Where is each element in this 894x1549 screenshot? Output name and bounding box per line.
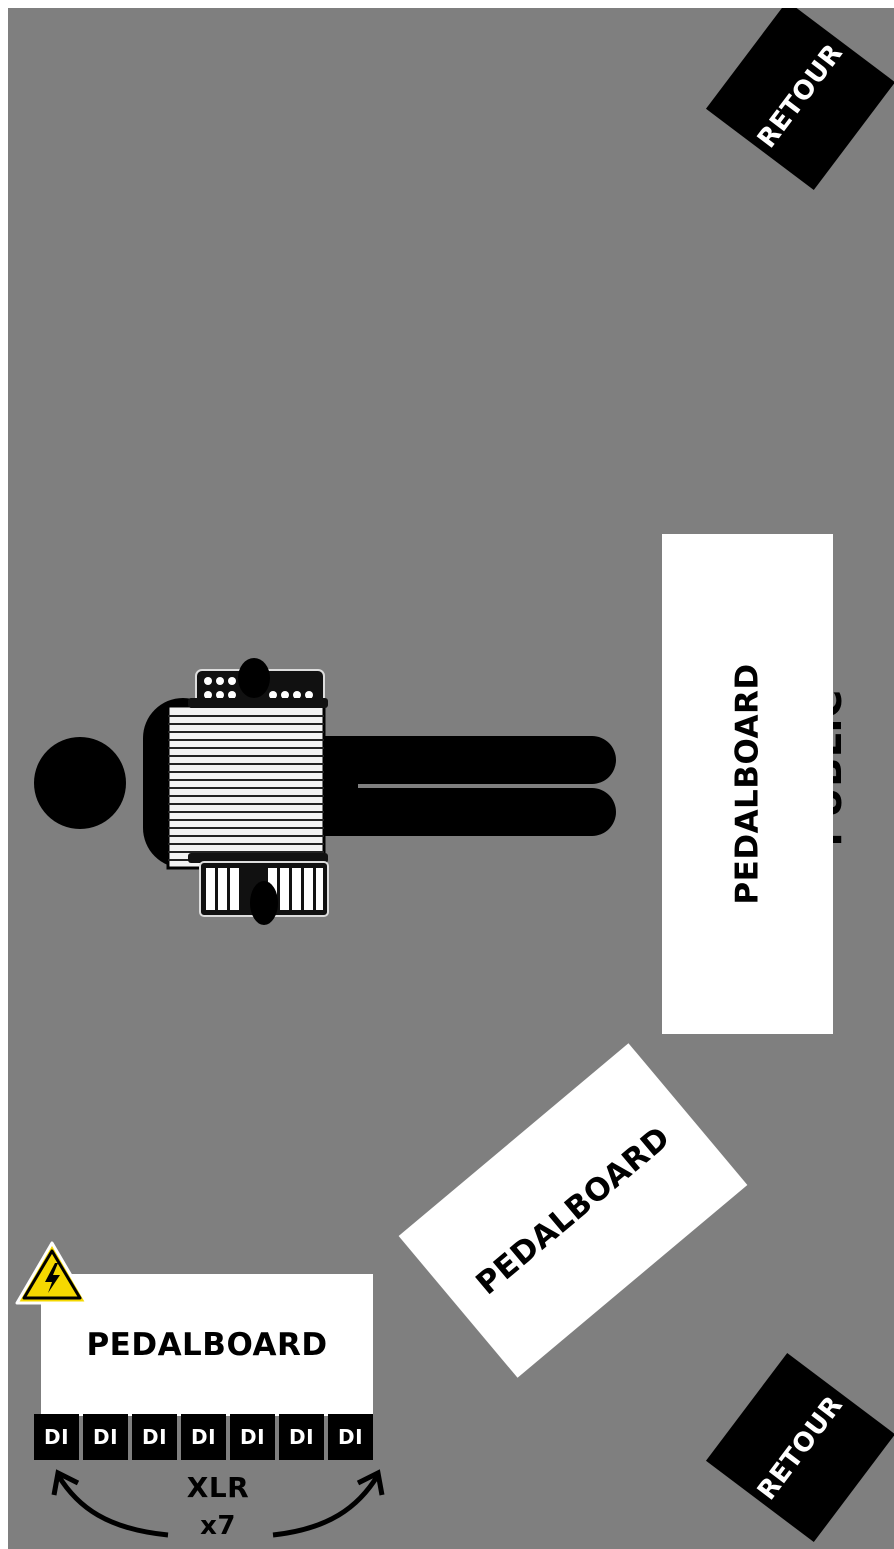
- cable-arrow-right: [272, 1473, 381, 1538]
- performer-head: [34, 737, 126, 829]
- pedalboard-label: PEDALBOARD: [86, 1327, 328, 1363]
- high-voltage-warning-icon: [15, 1241, 89, 1305]
- pedalboard-label: PEDALBOARD: [469, 1119, 677, 1302]
- performer-hand-top: [238, 658, 270, 698]
- monitor-label: RETOUR: [751, 37, 850, 154]
- arrowhead-left-icon: [51, 1469, 80, 1496]
- di-box: DI: [34, 1414, 79, 1460]
- performer-hand-bottom: [250, 881, 278, 925]
- pedalboard-left: PEDALBOARD: [41, 1274, 373, 1416]
- connector-label: XLR: [186, 1471, 250, 1504]
- pedalboard-label: PEDALBOARD: [729, 663, 766, 905]
- connector-count: x7: [200, 1511, 236, 1541]
- arrowhead-right-icon: [356, 1469, 385, 1496]
- di-box-row: DI DI DI DI DI DI DI: [34, 1414, 373, 1460]
- performer-leg-upper: [298, 736, 616, 784]
- di-box: DI: [181, 1414, 226, 1460]
- di-box: DI: [132, 1414, 177, 1460]
- monitor-label: RETOUR: [751, 1389, 850, 1506]
- cable-arrows: [51, 1469, 385, 1538]
- monitor-wedge-bottom: RETOUR: [705, 1352, 894, 1543]
- performer-leg-lower: [298, 788, 616, 836]
- stage-plot: RETOUR RETOUR PUBLIC PEDALBOARD PEDALBOA…: [8, 8, 894, 1549]
- di-box: DI: [83, 1414, 128, 1460]
- accordion-player-icon: [34, 658, 616, 925]
- di-box: DI: [230, 1414, 275, 1460]
- di-box: DI: [328, 1414, 373, 1460]
- pedalboard-front: PEDALBOARD: [662, 534, 833, 1034]
- di-box: DI: [279, 1414, 324, 1460]
- pedalboard-angled: PEDALBOARD: [398, 1043, 748, 1378]
- monitor-wedge-top: RETOUR: [705, 8, 894, 191]
- cable-arrow-left: [55, 1473, 169, 1538]
